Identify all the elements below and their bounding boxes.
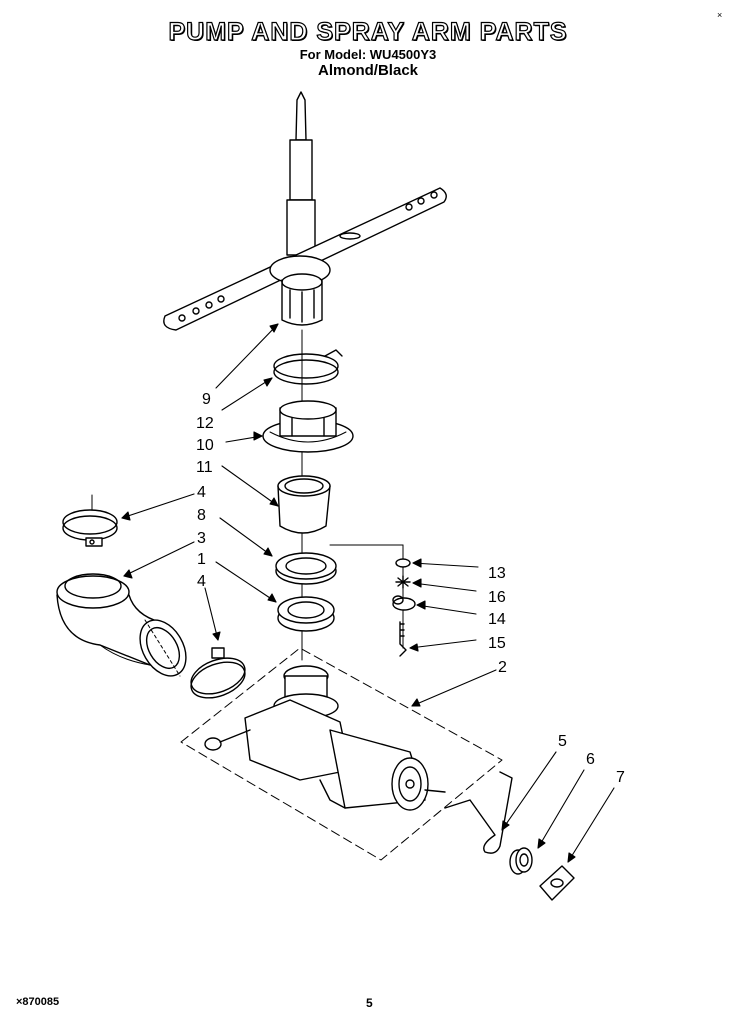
finish-line: Almond/Black (317, 62, 419, 79)
part-3-hose (56, 573, 187, 677)
part-4-clamp-lower (190, 647, 246, 699)
part-16-impeller (395, 575, 411, 589)
part-5-clip (444, 771, 513, 854)
callout-12: 12 (196, 415, 214, 432)
leader-lines (121, 323, 615, 863)
part-2-pump-motor (180, 647, 503, 861)
callout-1: 1 (197, 551, 206, 568)
page-title: PUMP AND SPRAY ARM PARTS (168, 17, 568, 46)
part-8-seal (275, 552, 337, 585)
model-line: For Model: WU4500Y3 (299, 47, 437, 62)
part-10-support (262, 400, 354, 453)
callout-5: 5 (558, 733, 567, 750)
callout-13: 13 (488, 565, 506, 582)
part-12-snap-ring (273, 349, 343, 385)
part-7-gasket (539, 865, 575, 901)
callout-6: 6 (586, 751, 595, 768)
part-11-tower (277, 475, 331, 534)
callout-2: 2 (498, 659, 507, 676)
callout-8: 8 (197, 507, 206, 524)
callout-4-upper: 4 (197, 484, 206, 501)
part-4-clamp-upper (62, 494, 118, 547)
corner-mark: × (717, 10, 723, 20)
callout-4-lower: 4 (197, 573, 206, 590)
callout-7: 7 (616, 769, 625, 786)
callout-3: 3 (197, 530, 206, 547)
part-13-nut (395, 558, 411, 568)
callout-labels: 9 12 10 11 4 8 3 1 4 13 16 14 15 2 5 6 7 (196, 391, 625, 786)
callout-14: 14 (488, 611, 506, 628)
footer-code: ×870085 (16, 996, 60, 1008)
callout-9: 9 (202, 391, 211, 408)
part-15-screw (399, 621, 407, 657)
part-6-grommet (509, 847, 533, 875)
small-parts-group (329, 544, 416, 657)
callout-16: 16 (488, 589, 506, 606)
callout-10: 10 (196, 437, 214, 454)
callout-11: 11 (196, 459, 213, 476)
part-1-seal (277, 596, 335, 632)
part-9-spray-arm (163, 91, 447, 331)
part-14-washer (392, 597, 416, 611)
callout-15: 15 (488, 635, 506, 652)
page-number: 5 (366, 996, 373, 1010)
